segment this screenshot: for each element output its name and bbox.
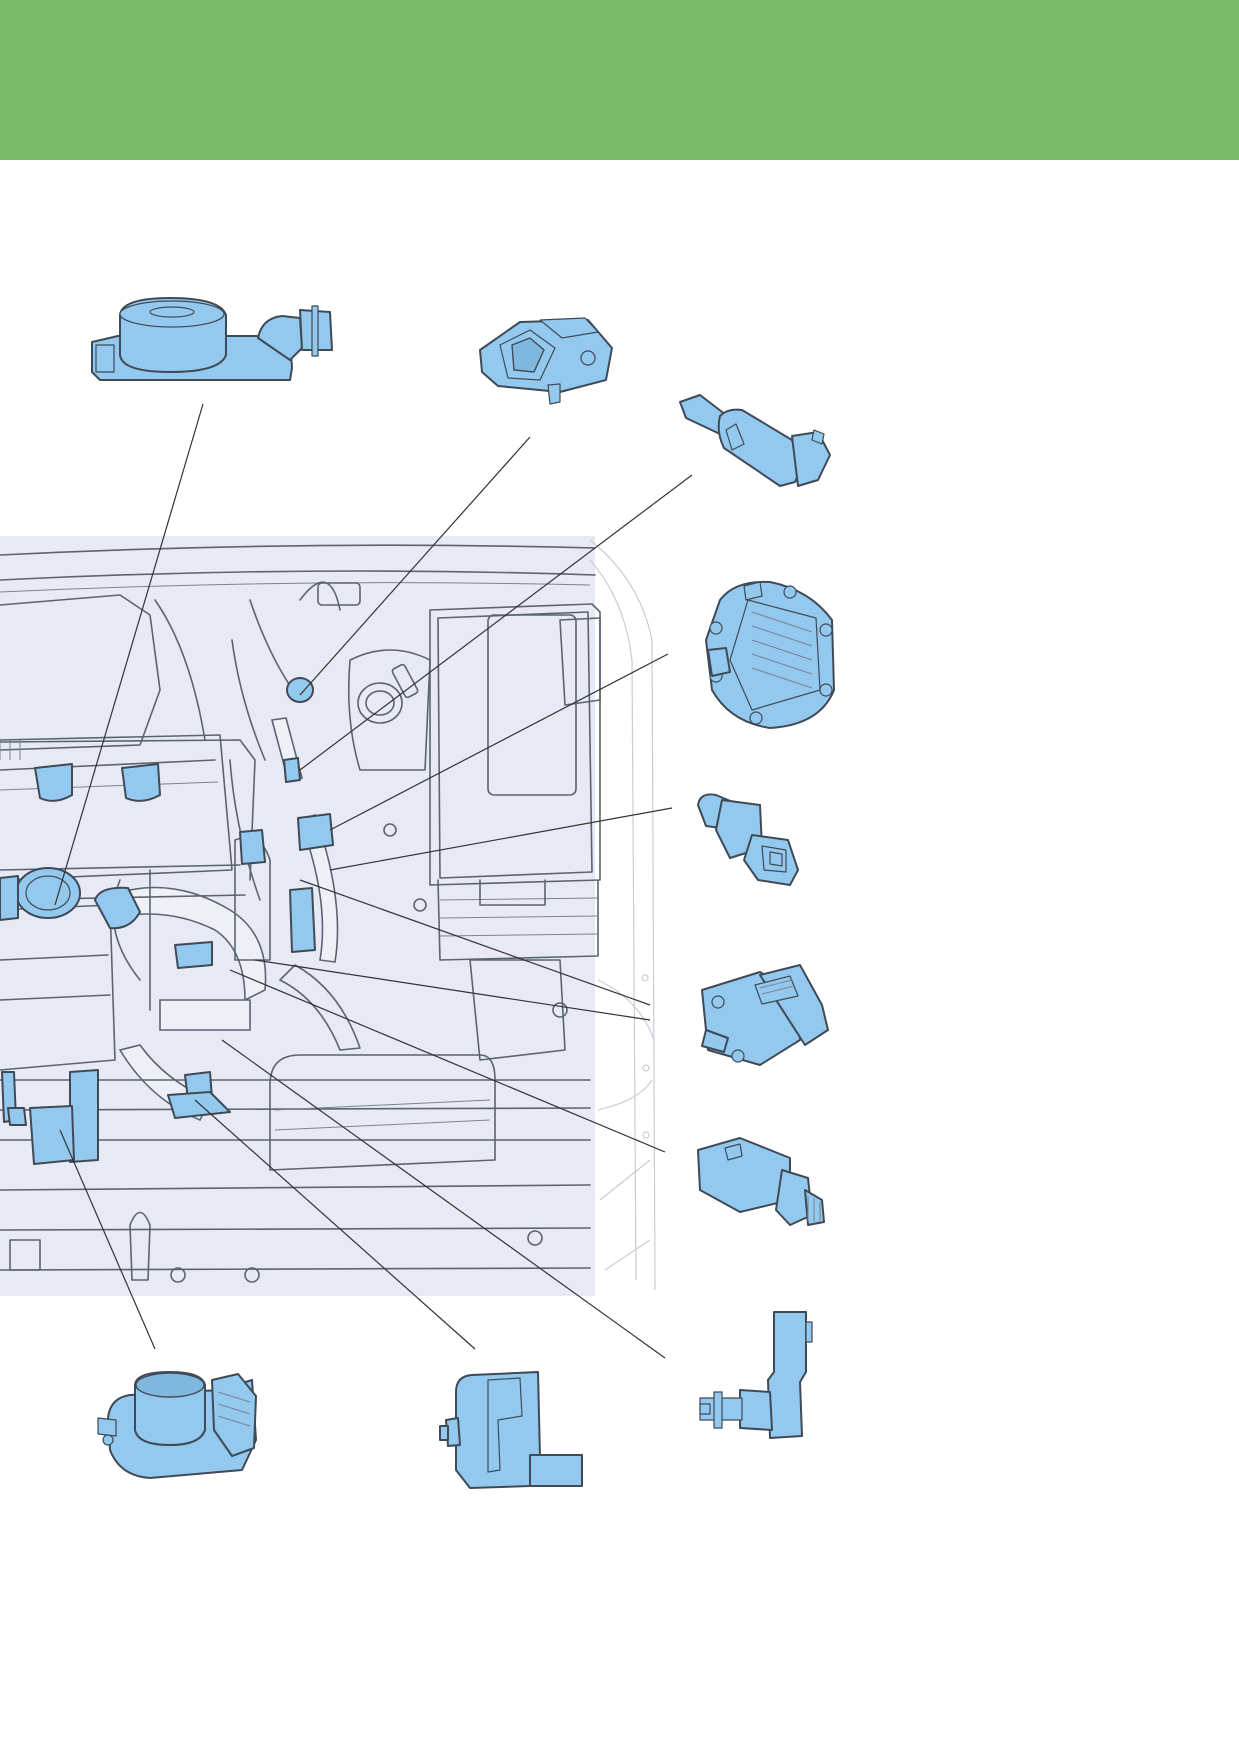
header-band <box>0 0 1239 160</box>
map-sensor-icon <box>479 317 613 405</box>
vacuum-pump-icon <box>705 580 835 729</box>
car-body-outline <box>589 539 656 1291</box>
coolant-temperature-sensor-icon <box>697 793 799 886</box>
throttle-body-icon <box>97 1371 257 1479</box>
solenoid-valve-icon <box>439 1371 583 1489</box>
crankcase-breather-icon <box>91 297 333 381</box>
hall-sensor-icon <box>699 1311 813 1439</box>
leader-lines <box>54 403 693 1359</box>
engine-highlights <box>0 677 334 1165</box>
camshaft-position-sensor-icon <box>679 394 831 487</box>
oil-pressure-switch-icon <box>697 1137 825 1226</box>
fuel-pressure-sensor-icon <box>701 964 829 1066</box>
